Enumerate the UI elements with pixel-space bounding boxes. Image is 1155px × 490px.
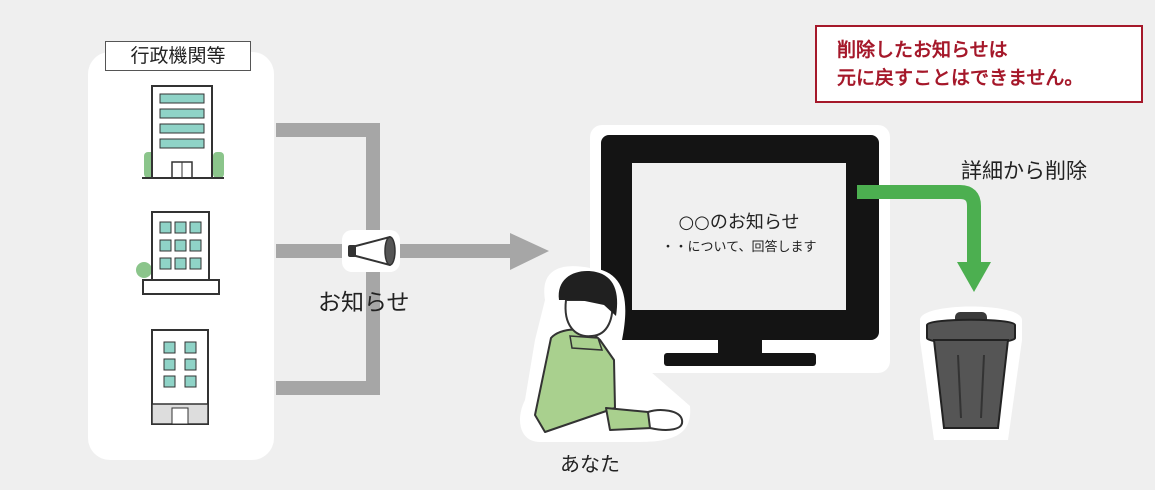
megaphone-icon [342,230,400,272]
green-delete-arrow [857,185,991,292]
office-building-icon [142,322,220,434]
person-icon [520,266,691,442]
notice-label: お知らせ [318,290,410,316]
user-label: あなた [560,452,620,476]
screen-notice-body: ・・について、回答します [661,240,817,255]
office-building-icon [137,78,229,188]
warning-line-2: 元に戻すことはできません。 [837,67,1084,89]
connector-arrowhead [510,233,549,270]
delete-action-label: 詳細から削除 [961,159,1087,183]
office-building-icon [128,200,230,306]
trash-can-icon [920,306,1022,440]
organization-label: 行政機関等 [105,41,251,71]
monitor-icon [590,125,890,373]
warning-line-1: 削除したお知らせは [837,39,1008,61]
screen-notice-title: ○○のお知らせ [678,212,800,233]
warning-box: 削除したお知らせは 元に戻すことはできません。 [815,25,1143,103]
